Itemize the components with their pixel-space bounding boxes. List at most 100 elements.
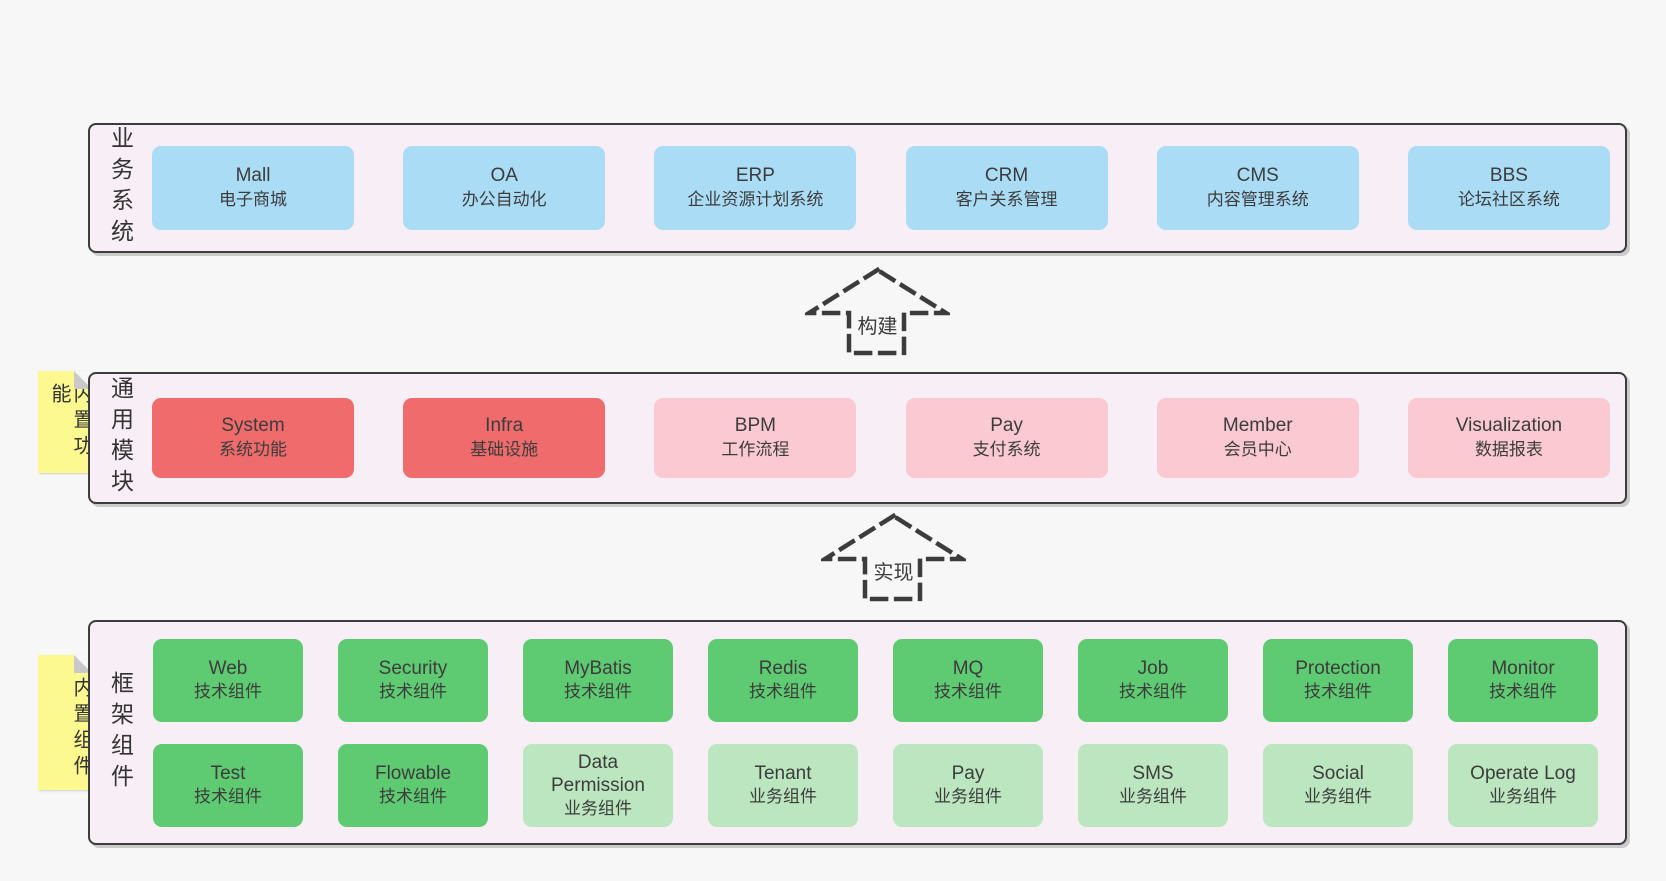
box-title: BPM — [734, 415, 776, 436]
box-subtitle: 基础设施 — [470, 440, 539, 459]
box-operate-log: Operate Log 业务组件 — [1448, 743, 1598, 827]
box-title: OA — [490, 165, 518, 186]
box-crm: CRM 客户关系管理 — [905, 146, 1108, 230]
box-pay-system: Pay 支付系统 — [905, 398, 1108, 478]
box-subtitle: 技术组件 — [1119, 682, 1187, 701]
box-title: Protection — [1295, 658, 1381, 679]
box-infra: Infra 基础设施 — [403, 398, 606, 478]
box-title: Visualization — [1455, 415, 1563, 436]
box-subtitle: 业务组件 — [1304, 787, 1372, 806]
box-subtitle: 客户关系管理 — [955, 190, 1058, 209]
box-title: MQ — [952, 658, 984, 679]
band-framework-components: 框架组件 Web 技术组件 Security 技术组件 MyBatis 技术组件… — [88, 620, 1627, 845]
box-system: System 系统功能 — [152, 398, 354, 478]
box-title: Pay — [990, 415, 1023, 436]
box-mall: Mall 电子商城 — [152, 146, 354, 230]
box-subtitle: 业务组件 — [934, 787, 1002, 806]
box-redis: Redis 技术组件 — [708, 638, 858, 722]
box-subtitle: 业务组件 — [1489, 787, 1557, 806]
arrow-implement: 实现 — [821, 512, 966, 604]
arrow-label: 构建 — [854, 310, 901, 339]
box-title: Mall — [235, 165, 271, 186]
box-subtitle: 系统功能 — [219, 440, 287, 459]
box-tenant: Tenant 业务组件 — [708, 743, 858, 827]
sticky-note-label: 内置功能 — [48, 383, 92, 461]
band-title: 通用模块 — [107, 376, 134, 500]
box-member: Member 会员中心 — [1156, 398, 1359, 478]
business-boxes: Mall 电子商城 OA 办公自动化 ERP 企业资源计划系统 CRM 客户关系… — [152, 125, 1610, 251]
box-subtitle: 技术组件 — [1489, 682, 1557, 701]
box-title: CMS — [1236, 165, 1279, 186]
box-subtitle: 业务组件 — [749, 787, 817, 806]
box-pay-component: Pay 业务组件 — [893, 743, 1043, 827]
box-protection: Protection 技术组件 — [1263, 638, 1413, 722]
box-sms: SMS 业务组件 — [1078, 743, 1228, 827]
box-title: Flowable — [374, 763, 452, 784]
box-subtitle: 工作流程 — [721, 440, 790, 459]
box-cms: CMS 内容管理系统 — [1156, 146, 1359, 230]
box-subtitle: 论坛社区系统 — [1457, 190, 1560, 209]
box-subtitle: 技术组件 — [379, 682, 447, 701]
sticky-note-built-in-components: 内置组件 — [38, 655, 92, 790]
dashed-up-arrow-icon — [821, 513, 966, 602]
band-common-modules: 通用模块 System 系统功能 Infra 基础设施 BPM 工作流程 Pay… — [88, 372, 1627, 504]
component-row-1: Web 技术组件 Security 技术组件 MyBatis 技术组件 Redi… — [153, 638, 1598, 722]
box-subtitle: 会员中心 — [1223, 440, 1292, 459]
box-social: Social 业务组件 — [1263, 743, 1413, 827]
component-rows: Web 技术组件 Security 技术组件 MyBatis 技术组件 Redi… — [153, 622, 1598, 843]
box-title: Test — [210, 763, 246, 784]
box-subtitle: 技术组件 — [379, 787, 447, 806]
box-title: Operate Log — [1470, 763, 1576, 784]
box-subtitle: 技术组件 — [1304, 682, 1372, 701]
box-test: Test 技术组件 — [153, 743, 303, 827]
box-mq: MQ 技术组件 — [893, 638, 1043, 722]
box-title: BBS — [1489, 165, 1528, 186]
box-security: Security 技术组件 — [338, 638, 488, 722]
arrow-label: 实现 — [870, 556, 917, 585]
box-title: CRM — [984, 165, 1029, 186]
box-title: Member — [1222, 415, 1293, 436]
box-bbs: BBS 论坛社区系统 — [1407, 146, 1610, 230]
box-subtitle: 内容管理系统 — [1206, 190, 1309, 209]
box-title: Monitor — [1491, 658, 1555, 679]
box-mybatis: MyBatis 技术组件 — [523, 638, 673, 722]
box-bpm: BPM 工作流程 — [654, 398, 857, 478]
box-subtitle: 技术组件 — [564, 682, 632, 701]
box-monitor: Monitor 技术组件 — [1448, 638, 1598, 722]
module-boxes: System 系统功能 Infra 基础设施 BPM 工作流程 Pay 支付系统… — [152, 374, 1610, 502]
box-title: Redis — [758, 658, 808, 679]
box-subtitle: 支付系统 — [972, 440, 1041, 459]
box-erp: ERP 企业资源计划系统 — [654, 146, 857, 230]
box-job: Job 技术组件 — [1078, 638, 1228, 722]
box-subtitle: 技术组件 — [934, 682, 1002, 701]
box-subtitle: 技术组件 — [194, 787, 262, 806]
box-subtitle: 企业资源计划系统 — [687, 190, 824, 209]
arrow-build: 构建 — [805, 266, 950, 358]
box-visualization: Visualization 数据报表 — [1407, 398, 1610, 478]
box-subtitle: 电子商城 — [219, 190, 287, 209]
box-title: Job — [1137, 658, 1169, 679]
box-title: MyBatis — [564, 658, 632, 679]
sticky-note-label: 内置组件 — [70, 676, 92, 781]
box-web: Web 技术组件 — [153, 638, 303, 722]
box-title: SMS — [1132, 763, 1174, 784]
box-subtitle: 业务组件 — [1119, 787, 1187, 806]
box-title: System — [221, 415, 285, 436]
box-title: ERP — [735, 165, 775, 186]
box-subtitle: 技术组件 — [749, 682, 817, 701]
box-flowable: Flowable 技术组件 — [338, 743, 488, 827]
dashed-up-arrow-icon — [805, 267, 950, 356]
box-subtitle: 数据报表 — [1474, 440, 1543, 459]
box-data-permission: Data Permission 业务组件 — [523, 743, 673, 827]
box-title: Social — [1312, 763, 1364, 784]
box-oa: OA 办公自动化 — [403, 146, 606, 230]
box-title: Data Permission — [551, 751, 645, 796]
band-title: 框架组件 — [107, 670, 134, 795]
band-business-systems: 业务系统 Mall 电子商城 OA 办公自动化 ERP 企业资源计划系统 CRM… — [88, 123, 1627, 253]
band-title: 业务系统 — [107, 126, 134, 250]
box-title: Tenant — [754, 763, 812, 784]
box-title: Web — [208, 658, 248, 679]
box-title: Infra — [485, 415, 524, 436]
box-subtitle: 业务组件 — [564, 798, 632, 818]
